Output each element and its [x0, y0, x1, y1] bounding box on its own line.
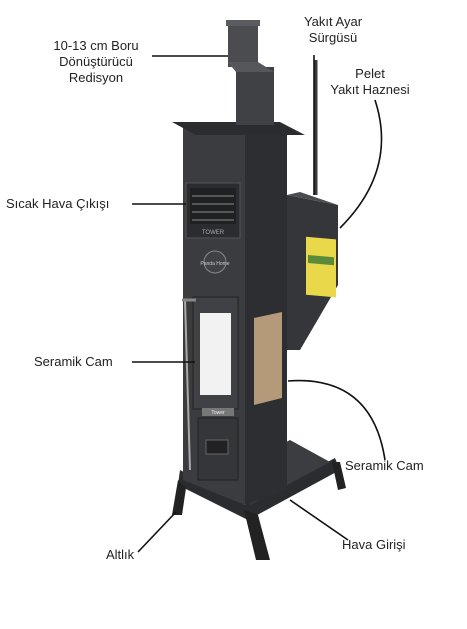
hopper-sticker	[306, 236, 336, 298]
badge-text: Panda Home	[200, 261, 229, 267]
leader-glass-right	[287, 379, 386, 461]
pipe-reducer	[226, 20, 274, 125]
label-air-inlet: Hava Girişi	[342, 537, 406, 552]
label-reducer: 10-13 cm Boru Dönüştürücü Redisyon	[53, 38, 139, 85]
leader-pellet-hopper	[339, 99, 383, 229]
base-stand	[172, 458, 346, 560]
label-pellet-hopper: Pelet Yakıt Haznesi	[330, 66, 410, 97]
ash-door: Tower	[197, 408, 239, 481]
leader-air-inlet	[289, 499, 349, 541]
label-base: Altlık	[106, 547, 135, 562]
leader-lines	[132, 55, 386, 553]
brand-badge: Panda Home	[200, 250, 230, 274]
label-ceramic-glass-right: Seramik Cam	[345, 458, 424, 473]
side-glass	[254, 312, 282, 405]
plate-text: Tower	[211, 410, 225, 416]
hot-air-grille: TOWER	[185, 182, 241, 239]
pellet-hopper	[287, 192, 338, 350]
label-ceramic-glass-left: Seramik Cam	[34, 354, 113, 369]
front-glass-door	[182, 296, 239, 471]
grille-text: TOWER	[202, 230, 225, 236]
label-hot-air-outlet: Sıcak Hava Çıkışı	[6, 196, 110, 211]
label-fuel-slider: Yakıt Ayar Sürgüsü	[303, 14, 363, 45]
leader-base	[137, 511, 177, 553]
